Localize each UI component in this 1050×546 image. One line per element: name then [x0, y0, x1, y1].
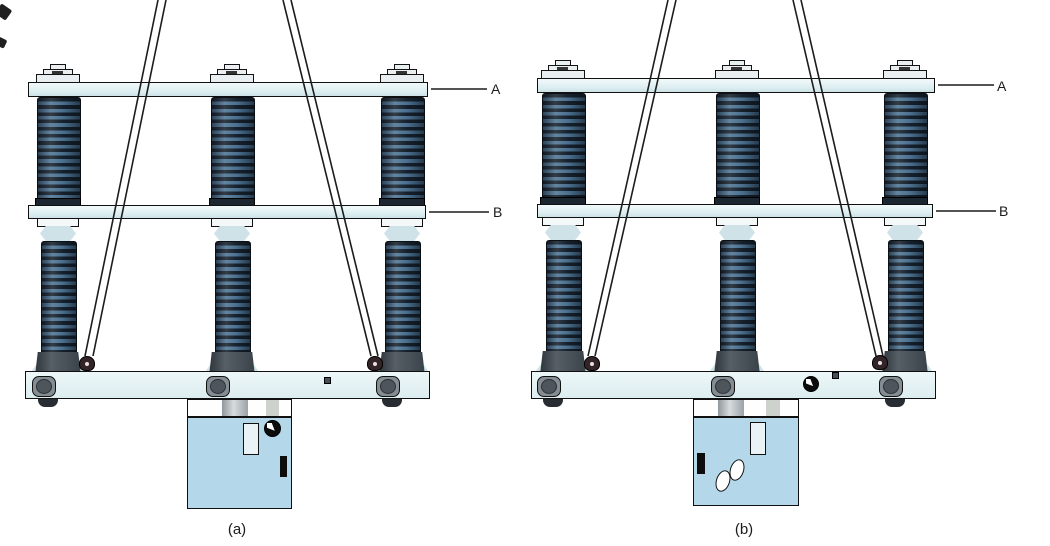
insulator-collar-band	[37, 218, 79, 227]
insulator-base-cap	[714, 351, 760, 371]
base-frame-foot	[382, 399, 402, 407]
insulator-upper-column	[884, 93, 928, 207]
label-middle-crossarm: B	[999, 203, 1009, 219]
base-frame-boss	[206, 376, 230, 397]
insulator-upper-column	[716, 93, 760, 207]
cable-anchor-knob	[584, 356, 600, 371]
insulator-cap-base	[380, 74, 424, 83]
scan-artifact	[0, 3, 13, 21]
base-frame-foot	[885, 399, 905, 407]
scan-artifact	[0, 36, 8, 49]
cabinet-shaft	[222, 400, 248, 416]
cabinet-strip	[766, 400, 780, 416]
lifting-cable-right	[282, 0, 372, 357]
middle-crossarm-b	[28, 205, 426, 219]
label-top-crossarm: A	[997, 78, 1007, 94]
base-frame-boss	[537, 376, 561, 397]
insulator-base-cap	[379, 352, 425, 372]
lifting-cable-left	[594, 0, 677, 357]
cable-anchor-knob	[79, 356, 95, 371]
frame-fitting-square	[324, 377, 331, 384]
top-crossarm-a	[537, 78, 935, 93]
insulator-lower-column	[720, 240, 756, 354]
figure-caption: (a)	[227, 521, 247, 538]
insulator-lower-column	[385, 241, 421, 355]
insulator-coupling-nut	[545, 225, 581, 240]
insulator-base-cap	[35, 352, 81, 372]
lifting-cable-left	[92, 0, 167, 357]
cabinet-shaft	[718, 400, 744, 416]
lifting-cable-left	[84, 0, 159, 357]
cable-anchor-knob	[367, 356, 383, 371]
cabinet-window	[750, 422, 766, 455]
cabinet-handle	[697, 453, 705, 474]
insulator-collar-band	[381, 218, 423, 227]
lifting-cable-left	[587, 0, 669, 357]
insulator-cap-base	[715, 70, 759, 79]
insulator-cap-base	[36, 74, 80, 83]
label-top-crossarm: A	[491, 81, 501, 97]
pressure-gauge-icon	[264, 420, 281, 437]
middle-crossarm-b	[537, 204, 933, 218]
control-cabinet	[693, 417, 799, 506]
lifting-cable-right	[290, 0, 379, 357]
insulator-lower-column	[41, 241, 77, 355]
base-frame-boss	[32, 376, 56, 397]
insulator-lower-column	[888, 240, 924, 354]
insulator-lower-column	[215, 241, 251, 355]
insulator-coupling-nut	[384, 226, 420, 241]
insulator-base-cap	[882, 351, 928, 371]
insulator-upper-column	[542, 93, 586, 207]
insulator-upper-column	[37, 97, 81, 211]
insulator-collar-band	[716, 217, 758, 226]
insulator-base-cap	[540, 351, 586, 371]
insulator-cap-base	[210, 74, 254, 83]
cabinet-window	[243, 423, 259, 455]
insulator-cap-base	[883, 70, 927, 79]
insulator-lower-column	[546, 240, 582, 354]
frame-fitting-square	[832, 372, 839, 379]
insulator-upper-column	[381, 97, 425, 211]
base-frame-foot	[543, 399, 563, 407]
lifting-cable-right	[800, 0, 884, 357]
insulator-cap-base	[541, 70, 585, 79]
label-middle-crossarm: B	[493, 204, 503, 220]
insulator-coupling-nut	[214, 226, 250, 241]
pressure-gauge-icon	[803, 376, 819, 392]
base-frame-boss	[879, 376, 903, 397]
insulator-base-cap	[209, 352, 255, 372]
base-frame-boss	[711, 376, 735, 397]
base-frame-boss	[376, 376, 400, 397]
top-crossarm-a	[28, 82, 428, 97]
cable-anchor-knob	[872, 355, 888, 370]
lifting-cable-right	[792, 0, 877, 357]
insulator-upper-column	[211, 97, 255, 211]
base-frame-foot	[38, 399, 58, 407]
cabinet-collar	[693, 399, 799, 417]
insulator-coupling-nut	[719, 225, 755, 240]
insulator-coupling-nut	[40, 226, 76, 241]
cabinet-handle	[280, 456, 287, 477]
insulator-collar-band	[542, 217, 584, 226]
insulator-collar-band	[211, 218, 253, 227]
insulator-coupling-nut	[887, 225, 923, 240]
cabinet-strip	[266, 400, 279, 416]
cabinet-collar	[187, 399, 292, 417]
insulator-collar-band	[884, 217, 926, 226]
figure-caption: (b)	[734, 521, 754, 538]
